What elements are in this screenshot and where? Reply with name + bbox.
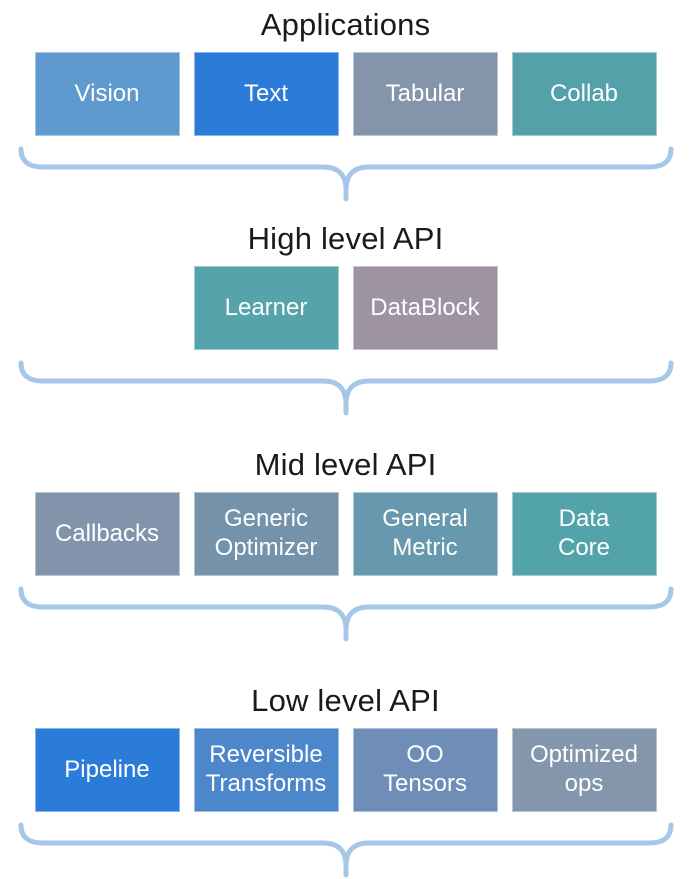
box-data-core: Data Core	[511, 492, 657, 576]
box-pipeline: Pipeline	[34, 728, 180, 812]
box-datablock: DataBlock	[352, 266, 498, 350]
box-label: Reversible Transforms	[205, 741, 327, 797]
box-optimized-ops: Optimized ops	[511, 728, 657, 812]
box-label: Vision	[74, 79, 140, 107]
box-label: Collab	[549, 79, 619, 107]
section-applications: Applications Vision Text Tabular Collab	[0, 4, 691, 203]
box-label: DataBlock	[370, 293, 480, 321]
box-label: Generic Optimizer	[214, 505, 318, 561]
box-callbacks: Callbacks	[34, 492, 180, 576]
box-label: Text	[243, 79, 288, 107]
box-label: Learner	[224, 293, 308, 321]
section-title: Applications	[260, 7, 431, 42]
box-reversible-transforms: Reversible Transforms	[193, 728, 339, 812]
curly-brace-icon	[18, 586, 673, 642]
section-title: Low level API	[251, 683, 440, 718]
box-label: Optimized ops	[529, 741, 639, 797]
section-mid-level-api: Mid level API Callbacks Generic Optimize…	[0, 444, 691, 643]
box-generic-optimizer: Generic Optimizer	[193, 492, 339, 576]
box-learner: Learner	[193, 266, 339, 350]
box-general-metric: General Metric	[352, 492, 498, 576]
box-vision: Vision	[34, 52, 180, 136]
section-title: High level API	[247, 221, 444, 256]
section-title: Mid level API	[254, 447, 437, 482]
box-collab: Collab	[511, 52, 657, 136]
box-label: Callbacks	[54, 519, 160, 547]
curly-brace-icon	[18, 822, 673, 878]
section-high-level-api: High level API Learner DataBlock	[0, 218, 691, 417]
box-row: Callbacks Generic Optimizer General Metr…	[0, 492, 691, 576]
section-low-level-api: Low level API Pipeline Reversible Transf…	[0, 680, 691, 879]
box-label: OO Tensors	[382, 741, 468, 797]
box-text: Text	[193, 52, 339, 136]
box-label: Tabular	[385, 79, 465, 107]
box-oo-tensors: OO Tensors	[352, 728, 498, 812]
box-row: Vision Text Tabular Collab	[0, 52, 691, 136]
box-tabular: Tabular	[352, 52, 498, 136]
curly-brace-icon	[18, 360, 673, 416]
curly-brace-icon	[18, 146, 673, 202]
box-row: Learner DataBlock	[0, 266, 691, 350]
box-label: Data Core	[557, 505, 611, 561]
box-label: Pipeline	[64, 755, 150, 783]
box-label: General Metric	[382, 505, 468, 561]
box-row: Pipeline Reversible Transforms OO Tensor…	[0, 728, 691, 812]
